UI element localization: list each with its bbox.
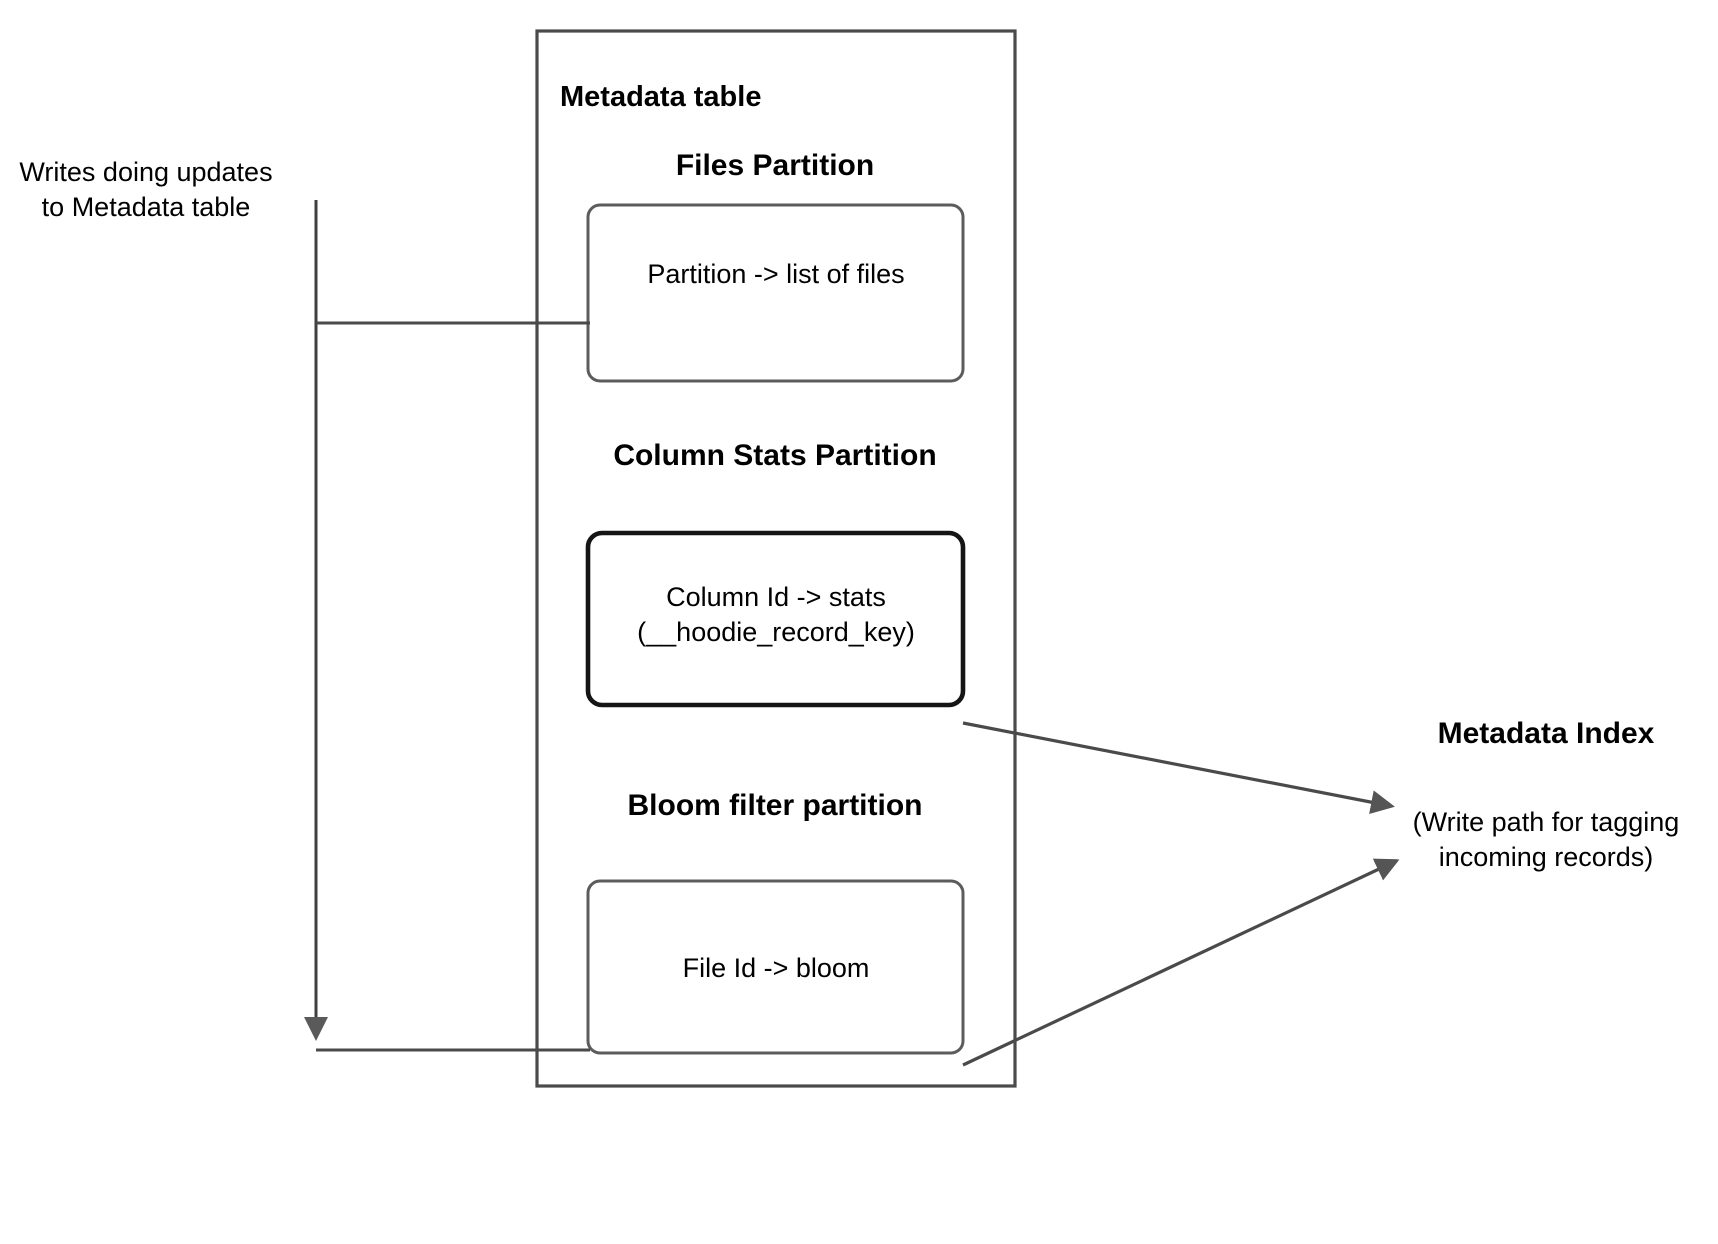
writes-annotation-label: Writes doing updates to Metadata table bbox=[19, 157, 273, 223]
column-stats-to-index-arrow bbox=[962, 721, 1395, 814]
files-partition-heading: Files Partition bbox=[675, 149, 875, 182]
column-stats-partition-box-text: Column Id -> stats (__hoodie_record_key) bbox=[637, 582, 915, 648]
column-stats-partition-box bbox=[585, 530, 966, 708]
bloom-filter-partition-box bbox=[586, 879, 965, 1055]
bloom-to-index-arrow bbox=[962, 858, 1400, 1067]
metadata-table-container bbox=[535, 29, 1017, 1088]
bloom-filter-partition-heading: Bloom filter partition bbox=[627, 789, 923, 822]
files-partition-box bbox=[586, 203, 965, 383]
column-stats-partition-heading: Column Stats Partition bbox=[613, 439, 937, 472]
files-partition-box-text: Partition -> list of files bbox=[647, 259, 905, 289]
metadata-index-note: (Write path for tagging incoming records… bbox=[1412, 807, 1680, 873]
metadata-table-label: Metadata table bbox=[560, 81, 762, 113]
bloom-filter-partition-box-text: File Id -> bloom bbox=[682, 953, 870, 983]
metadata-index-title: Metadata Index bbox=[1437, 717, 1655, 750]
